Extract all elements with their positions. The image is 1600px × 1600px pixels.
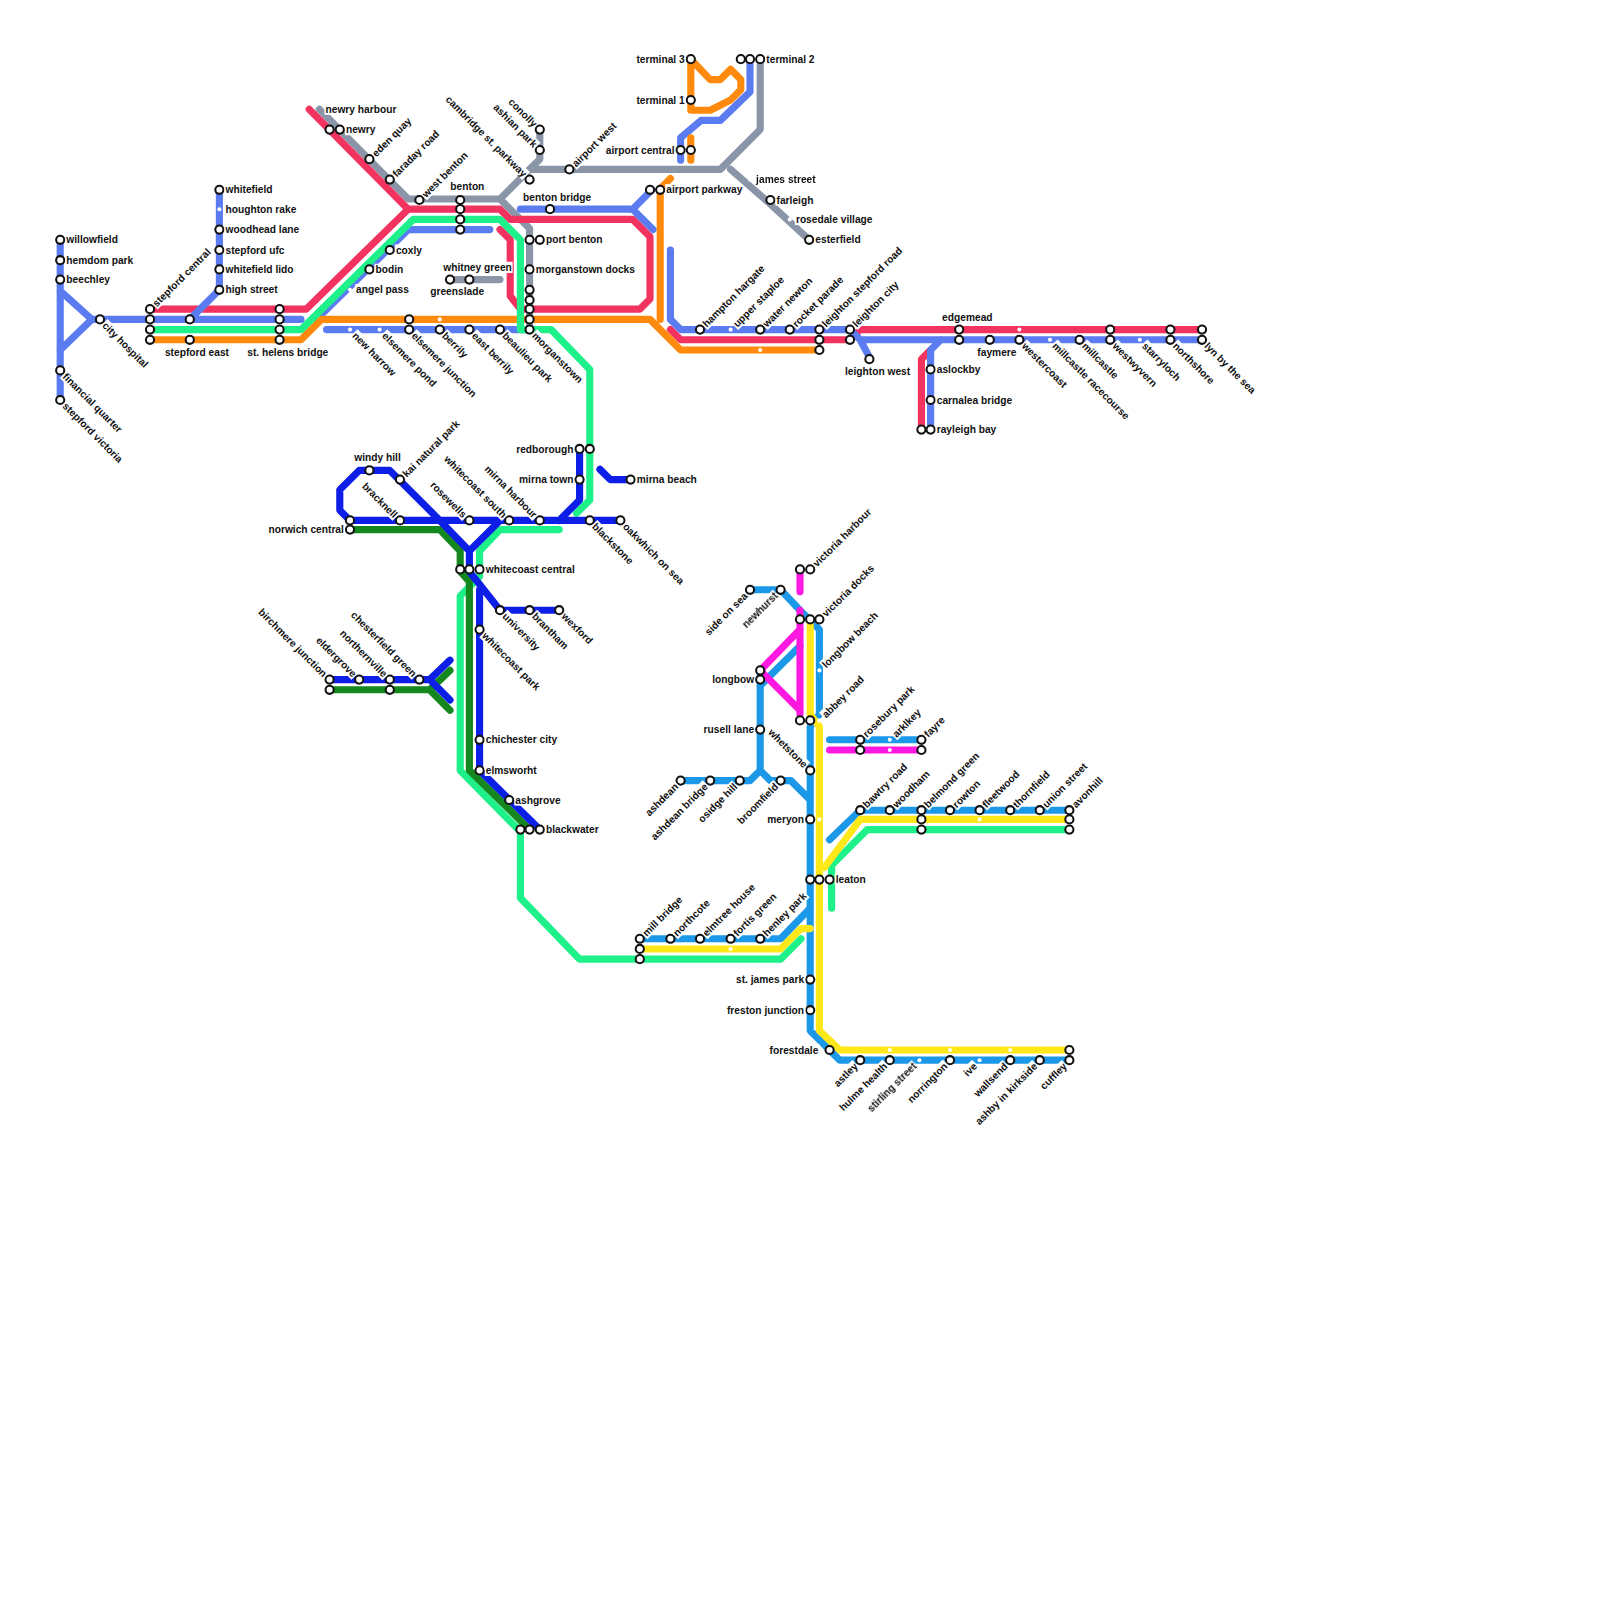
pass-dots <box>217 78 1141 1063</box>
station-label: port benton <box>545 234 604 245</box>
station-label: leaton <box>835 874 867 885</box>
station-label: terminal 2 <box>765 54 815 65</box>
station-label: edgemead <box>941 312 994 323</box>
station-label: rosedale village <box>795 214 874 225</box>
station-label: forestdale <box>769 1044 820 1055</box>
station-label: willowfield <box>65 234 119 245</box>
station-label: whitecoast central <box>485 564 576 575</box>
station-label: longbow <box>711 674 755 685</box>
station-label: city hospital <box>100 319 151 370</box>
station-label: airport central <box>605 144 676 155</box>
station-label: benton <box>449 181 485 192</box>
station-label: aslockby <box>936 364 982 375</box>
station-label: faymere <box>976 346 1017 357</box>
yellow-line <box>640 619 1070 1050</box>
station-label: whitney green <box>442 262 513 273</box>
station-label: elmsworht <box>485 765 538 776</box>
station-label: rusell lane <box>703 724 756 735</box>
station-label: greenslade <box>429 286 485 297</box>
station-label: meryon <box>766 814 805 825</box>
station-label: angel pass <box>355 284 410 295</box>
station-label: newry harbour <box>324 104 397 115</box>
station-label: fayre <box>921 714 948 741</box>
station-label: victoria harbour <box>810 505 874 569</box>
red-line <box>150 109 1202 429</box>
periwinkle-line <box>60 59 1202 429</box>
station-label: airport parkway <box>665 184 743 195</box>
station-label: st. james park <box>735 974 805 985</box>
station-label: blackwater <box>545 824 600 835</box>
station-label: bracknell <box>359 480 400 521</box>
station-label: houghton rake <box>224 204 297 215</box>
station-label: chichester city <box>485 734 559 745</box>
station-label: whitefield lido <box>224 264 294 275</box>
station-label: abbey road <box>819 673 867 721</box>
station-label: ashgrove <box>514 794 561 805</box>
station-label: norwich central <box>267 524 344 535</box>
station-label: high street <box>224 284 278 295</box>
station-label: newry <box>345 124 377 135</box>
station-label: terminal 3 <box>635 54 685 65</box>
station-label: mirna harbour <box>482 462 540 520</box>
station-label: stepford central <box>150 246 214 310</box>
station-label: morganstown docks <box>535 264 636 275</box>
station-label: james street <box>755 174 817 185</box>
station-label: lyn by the sea <box>1202 339 1259 396</box>
station-label: st. helens bridge <box>246 346 329 357</box>
station-label: hemdom park <box>65 255 134 266</box>
station-label: whitefield <box>224 184 273 195</box>
station-markers <box>56 55 1206 1064</box>
station-label: mirna town <box>518 474 574 485</box>
station-label: benton bridge <box>522 191 592 202</box>
station-label: rayleigh bay <box>936 424 998 435</box>
station-label: whetstone <box>765 726 810 771</box>
station-label: windy hill <box>353 452 402 463</box>
darkblue-line <box>330 449 631 830</box>
station-label: carnalea bridge <box>936 394 1013 405</box>
station-label: stepford east <box>164 346 230 357</box>
station-label: farleigh <box>776 194 815 205</box>
orange-line <box>150 59 819 350</box>
station-label: freston junction <box>726 1005 805 1016</box>
station-label: west benton <box>419 149 470 200</box>
station-label: elmtree house <box>700 881 758 939</box>
station-label: esterfield <box>814 234 861 245</box>
station-label: beechley <box>65 274 111 285</box>
station-label: bodin <box>374 264 404 275</box>
mint-line <box>150 219 1069 959</box>
station-label: redborough <box>515 443 574 454</box>
station-label: leighton west <box>844 366 911 377</box>
station-label: terminal 1 <box>635 94 685 105</box>
lightblue-line <box>640 590 1070 1060</box>
station-label: victoria docks <box>819 562 877 620</box>
station-label: coxly <box>395 244 423 255</box>
station-label: side on sea <box>702 589 751 638</box>
station-label: mirna beach <box>636 474 698 485</box>
station-label: woodhead lane <box>224 224 300 235</box>
station-label: stepford ufc <box>224 244 285 255</box>
